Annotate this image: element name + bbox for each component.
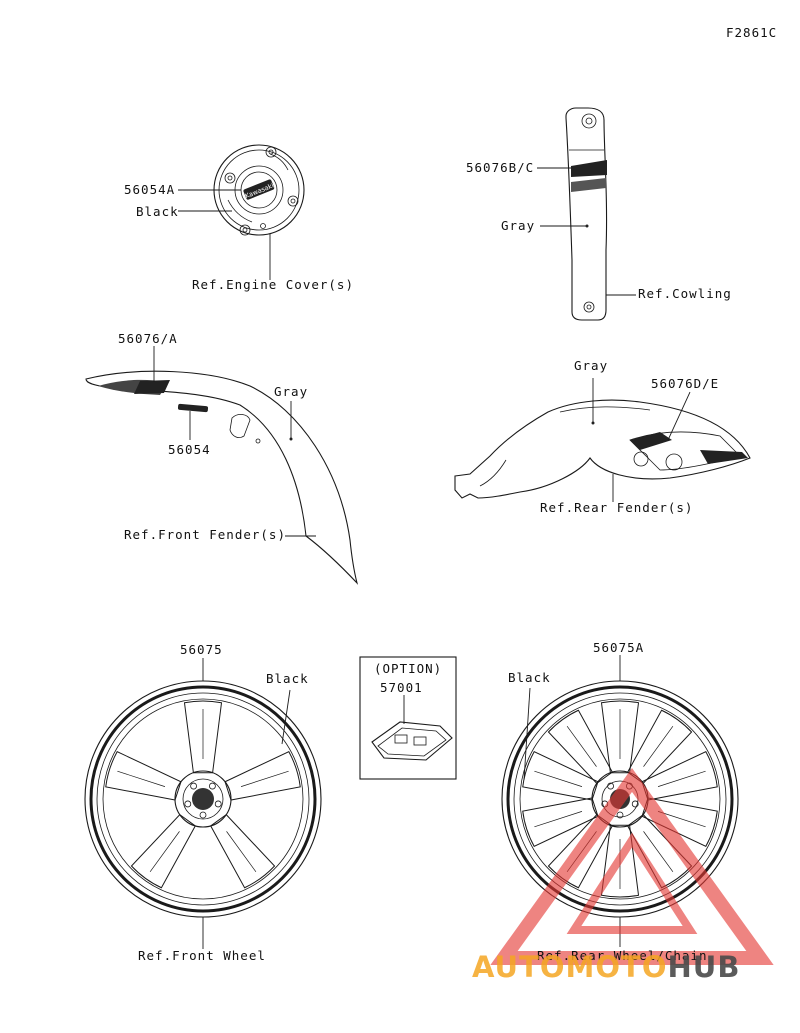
front-fender-color-label: Gray	[274, 384, 309, 399]
engine-cover-color-label: Black	[136, 204, 179, 219]
cowling-part-label: 56076B/C	[466, 160, 535, 175]
hub-bolt	[199, 811, 207, 819]
wheel-spoke-line	[657, 770, 706, 787]
wheel-spoke-line	[149, 831, 180, 873]
hub-bolt	[184, 800, 192, 808]
wheel-spoke	[522, 797, 599, 847]
rear-fender-color-label: Gray	[574, 358, 609, 373]
hub-bolt	[631, 800, 639, 808]
wheel-spoke	[210, 813, 276, 889]
front-fender-emblem-label: 56054	[168, 442, 211, 457]
front-fender-drawing	[85, 346, 359, 585]
engine-cover-part-label: 56054A	[124, 182, 176, 197]
front-wheel-drawing	[84, 658, 322, 949]
wheel-spoke	[600, 700, 640, 774]
wheel-spoke	[641, 751, 718, 801]
watermark-hub: HUB	[667, 950, 741, 984]
wheel-spoke-line	[117, 770, 166, 787]
wheel-spoke	[600, 824, 640, 898]
hub-bolt	[190, 782, 197, 790]
front-wheel-part-label: 56075	[180, 642, 223, 657]
option-part-label: 57001	[380, 680, 423, 695]
rear-fender-ref-label: Ref.Rear Fender(s)	[540, 500, 694, 515]
engine-cover-drawing: Kawasaki	[178, 144, 305, 280]
wheel-spoke-line	[534, 811, 583, 828]
front-fender-ref-label: Ref.Front Fender(s)	[124, 527, 286, 542]
watermark-auto: AUTO	[472, 950, 566, 984]
watermark-triangle	[490, 768, 774, 965]
wheel-spoke	[224, 751, 301, 801]
wheel-spoke-line	[643, 725, 674, 767]
front-wheel-ref-label: Ref.Front Wheel	[138, 948, 266, 963]
wheel-spoke-line	[240, 770, 289, 787]
watermark-logo: AUTOMOTOHUB	[472, 950, 740, 984]
wheel-spoke	[183, 700, 223, 774]
rear-wheel-drawing	[501, 655, 739, 947]
hub-bolt	[616, 811, 624, 819]
rear-wheel-color-label: Black	[508, 670, 551, 685]
wheel-spoke	[627, 709, 693, 785]
wheel-spoke	[130, 813, 196, 889]
wheel-spoke	[522, 751, 599, 801]
option-title-label: (OPTION)	[374, 661, 443, 676]
wheel-spoke-line	[643, 831, 674, 873]
wheel-spoke	[641, 797, 718, 847]
rear-wheel-part-label: 56075A	[593, 640, 645, 655]
hub-bolt	[209, 782, 216, 790]
watermark-moto: MOTO	[565, 950, 668, 984]
hub-bolt	[607, 782, 614, 790]
wheel-spoke	[547, 709, 613, 785]
rear-fender-drawing	[454, 378, 751, 502]
rear-fender-part-label: 56076D/E	[651, 376, 720, 391]
figure-code: F2861C	[726, 25, 778, 40]
front-wheel-color-label: Black	[266, 671, 309, 686]
cowling-drawing	[537, 107, 636, 321]
engine-cover-ref-label: Ref.Engine Cover(s)	[192, 277, 354, 292]
hub-bolt	[214, 800, 222, 808]
cowling-ref-label: Ref.Cowling	[638, 286, 732, 301]
wheel-spoke-line	[534, 770, 583, 787]
option-box-drawing	[359, 656, 457, 780]
wheel-spoke	[105, 751, 182, 801]
front-fender-part-label: 56076/A	[118, 331, 178, 346]
cowling-color-label: Gray	[501, 218, 536, 233]
rear-wheel-ref-label: Ref.Rear Wheel/Chain	[537, 948, 708, 963]
wheel-spoke-line	[566, 725, 597, 767]
wheel-spoke-line	[657, 811, 706, 828]
wheel-spoke-line	[226, 831, 257, 873]
